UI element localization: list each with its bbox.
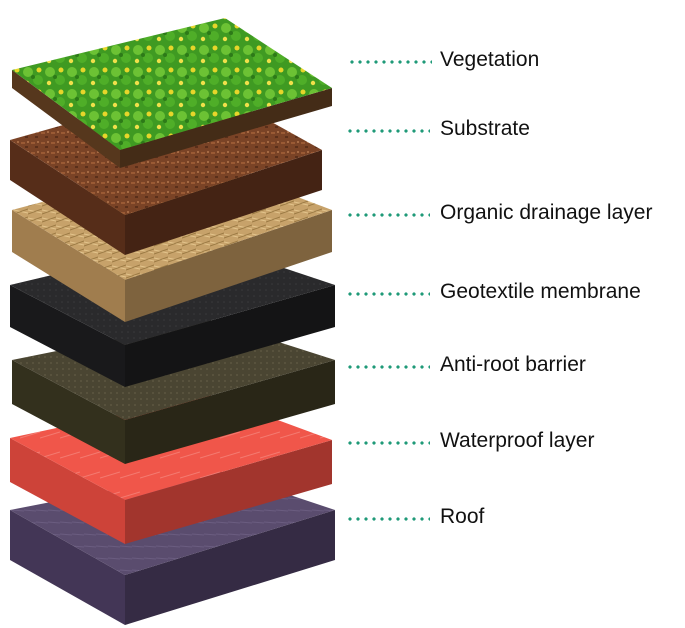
layer-label: Substrate [440,117,530,140]
roof-slab-front-face [10,510,125,625]
layer-label: Vegetation [440,48,540,71]
layer-label: Waterproof layer [440,429,595,452]
vegetation-slab [12,18,332,168]
drainage-slab-front-face [12,210,125,322]
connector-dots [348,60,432,64]
vegetation-slab-top-face [12,18,332,150]
drainage-slab-side-face [125,210,332,322]
layer-label: Anti-root barrier [440,353,586,376]
anti-root-slab-side-face [125,360,335,464]
waterproof-slab-front-face [10,438,125,544]
substrate-slab-side-face [125,150,322,255]
roof-slab-side-face [125,510,335,625]
connector-dots [346,441,430,445]
connector-dots [346,129,430,133]
connector-dots [346,517,430,521]
vegetation-slab-front-face [12,70,120,168]
layer-label: Organic drainage layer [440,201,653,224]
connector-dots [346,213,430,217]
waterproof-slab-side-face [125,440,332,544]
vegetation-slab-side-face [120,88,332,168]
layer-label: Geotextile membrane [440,280,641,303]
anti-root-slab-front-face [12,360,125,464]
layer-label: Roof [440,505,485,528]
substrate-slab-front-face [10,140,125,255]
geotextile-slab-front-face [10,285,125,387]
connector-dots [346,292,430,296]
connector-dots [346,365,430,369]
geotextile-slab-side-face [125,285,335,387]
